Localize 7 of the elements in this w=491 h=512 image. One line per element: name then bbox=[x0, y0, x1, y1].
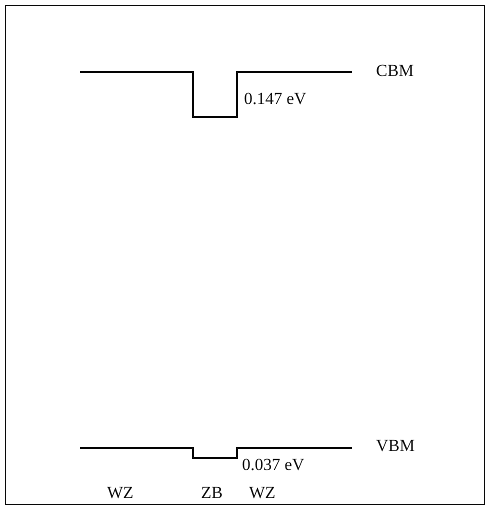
phase-label: WZ bbox=[249, 484, 276, 501]
energy-offset-label: 0.147 eV bbox=[244, 90, 306, 107]
band-label: CBM bbox=[376, 62, 414, 79]
band-label: VBM bbox=[376, 437, 415, 454]
energy-offset-label: 0.037 eV bbox=[242, 456, 304, 473]
phase-label: WZ bbox=[107, 484, 134, 501]
phase-label: ZB bbox=[201, 484, 223, 501]
